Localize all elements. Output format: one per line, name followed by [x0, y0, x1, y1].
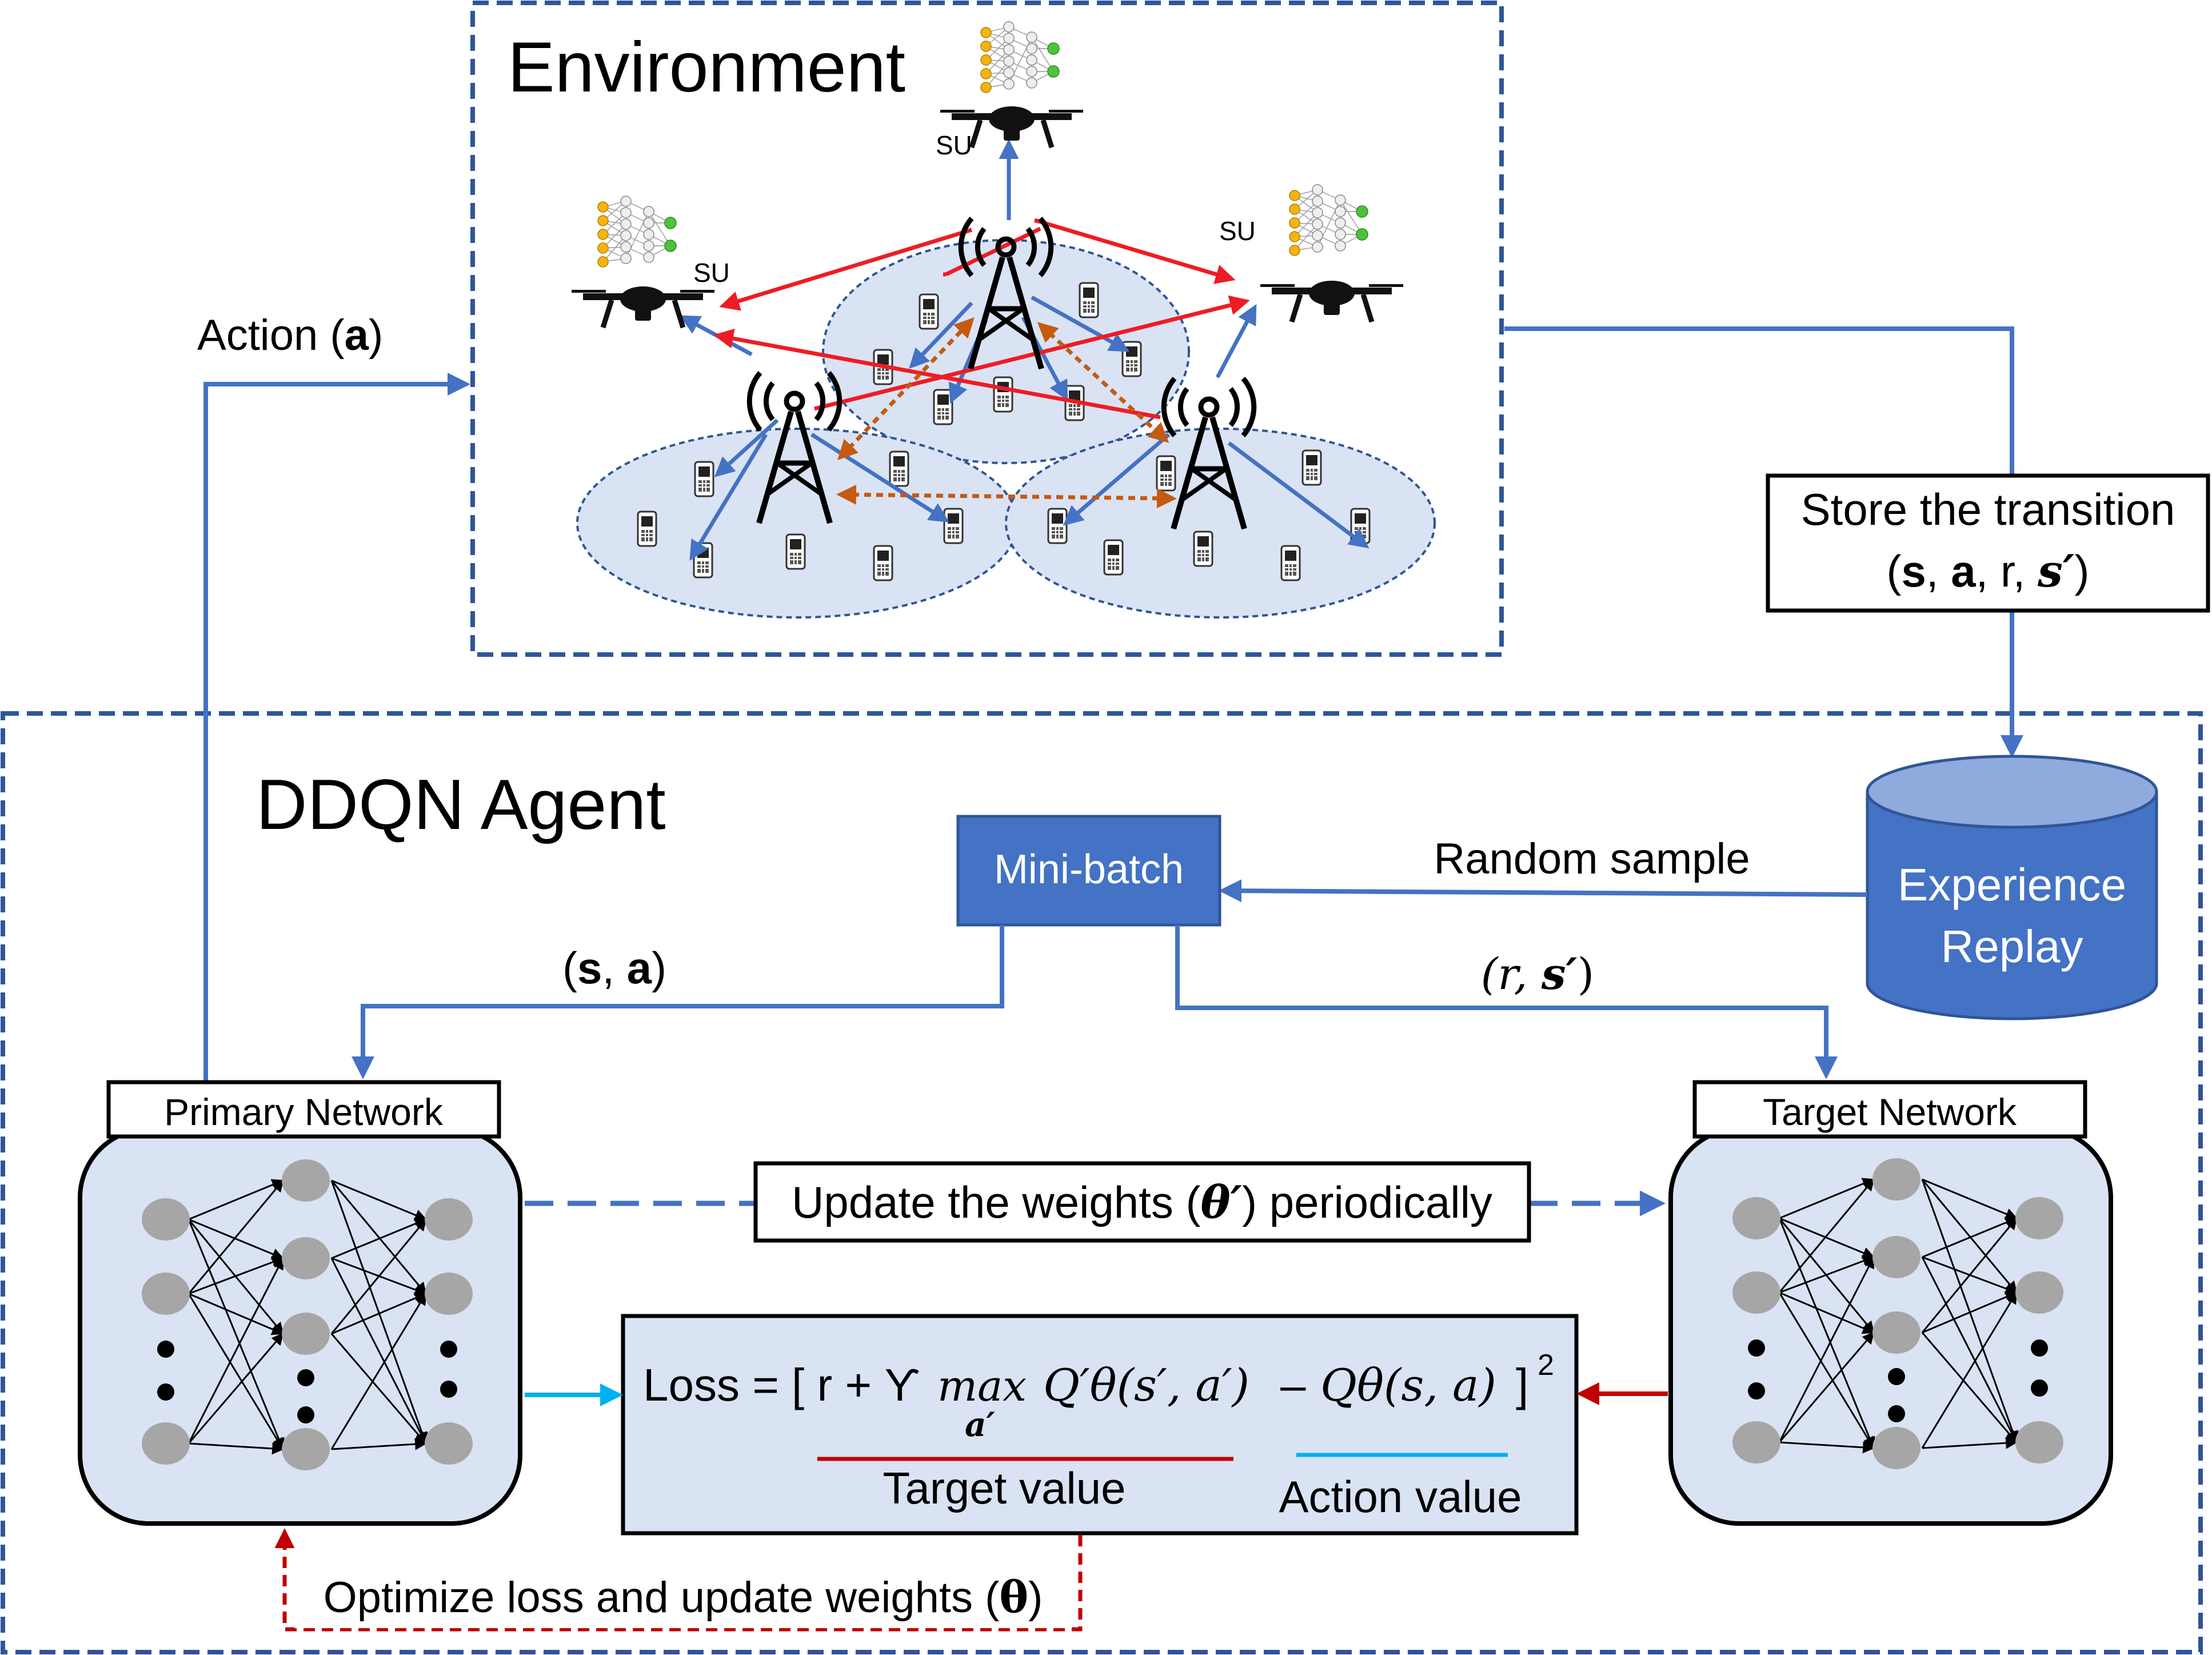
primary-network-label: Primary Network: [164, 1091, 444, 1133]
optimize-connector: [274, 1528, 1083, 1632]
loss-lhs: Loss =: [643, 1359, 779, 1410]
loss-formula: Loss = [ r + ϒ max a′ Q′θ(s′, a′) – Qθ(s…: [643, 1349, 1554, 1444]
phone-icon: [1121, 341, 1142, 377]
phone-icon: [785, 533, 806, 570]
random-sample-label: Random sample: [1434, 835, 1750, 883]
experience-replay-label-2: Replay: [1941, 921, 2083, 972]
action-value-label: Action value: [1279, 1471, 1522, 1522]
experience-replay-label-1: Experience: [1898, 859, 2126, 910]
phone-icon: [873, 545, 893, 581]
optimize-label: Optimize loss and update weights (θ): [324, 1572, 1043, 1622]
mini-batch-label: Mini-batch: [994, 847, 1184, 892]
phone-icon: [943, 508, 964, 544]
target-network-label: Target Network: [1763, 1091, 2017, 1133]
backhaul-links: [836, 317, 1177, 509]
mini-batch-box: [956, 815, 1221, 927]
phone-icon: [1079, 282, 1099, 318]
phone-icon: [919, 293, 939, 330]
loss-bracket-open: [ r + ϒ: [792, 1359, 920, 1410]
update-weights-label: Update the weights (θ′) periodically: [792, 1177, 1492, 1229]
su-label: SU: [936, 130, 972, 160]
phone-icon: [1301, 449, 1322, 486]
loss-box: [621, 1314, 1579, 1536]
transition-connector: [1504, 326, 2014, 474]
random-sample-arrow: [1219, 879, 1868, 903]
agent-title: DDQN Agent: [256, 765, 666, 844]
loss-max-sub: a′: [965, 1405, 995, 1444]
loss-max: max: [937, 1362, 1027, 1411]
optimize-label-bg: [294, 1571, 1072, 1628]
phone-icon: [1047, 508, 1068, 544]
update-weights-box: [753, 1161, 1531, 1243]
environment-title: Environment: [508, 28, 905, 107]
rs-tuple: (r, s′): [1481, 948, 1594, 999]
phone-icon: [1156, 455, 1176, 492]
loss-minus: –: [1280, 1359, 1306, 1410]
loss-q-primary: Qθ(s, a): [1320, 1360, 1496, 1411]
loss-q-target: Q′θ(s′, a′): [1043, 1360, 1249, 1411]
phone-icon: [933, 389, 953, 425]
agent-box: [1, 711, 2203, 1654]
phone-icon: [637, 511, 657, 547]
store-transition-box: [1766, 473, 2210, 613]
secondary-users: SU SU SU: [572, 21, 1403, 328]
target-network-header: [1692, 1080, 2087, 1139]
su-label: SU: [1219, 216, 1256, 246]
phone-icon: [889, 450, 909, 487]
su-label: SU: [693, 258, 730, 288]
store-transition-label: Store the transition: [1801, 484, 2175, 535]
action-label: Action (a): [197, 311, 383, 360]
neural-net-icon: [597, 196, 677, 268]
action-connector: [203, 373, 470, 1080]
phone-icon: [993, 376, 1013, 413]
sa-connector: [352, 925, 1004, 1079]
neural-net-icon: [980, 21, 1060, 93]
sa-tuple: (s, a): [562, 943, 666, 993]
environment-box: [470, 1, 1504, 657]
phone-icon: [694, 461, 714, 497]
phone-icon: [1280, 545, 1301, 581]
phone-icon: [1193, 531, 1213, 567]
primary-network-header: [106, 1080, 501, 1139]
experience-replay-db: Experience Replay: [1866, 755, 2158, 1020]
rs-connector: [1175, 925, 1838, 1079]
loss-bracket-close: ]: [1516, 1359, 1528, 1410]
store-transition-tuple: (s, a, r, s′): [1887, 545, 2090, 597]
drone-icon: [1260, 281, 1403, 322]
neural-net-icon: [1289, 184, 1368, 256]
phone-icon: [1103, 539, 1124, 576]
loss-power: 2: [1538, 1349, 1554, 1382]
target-value-label: Target value: [883, 1463, 1126, 1513]
